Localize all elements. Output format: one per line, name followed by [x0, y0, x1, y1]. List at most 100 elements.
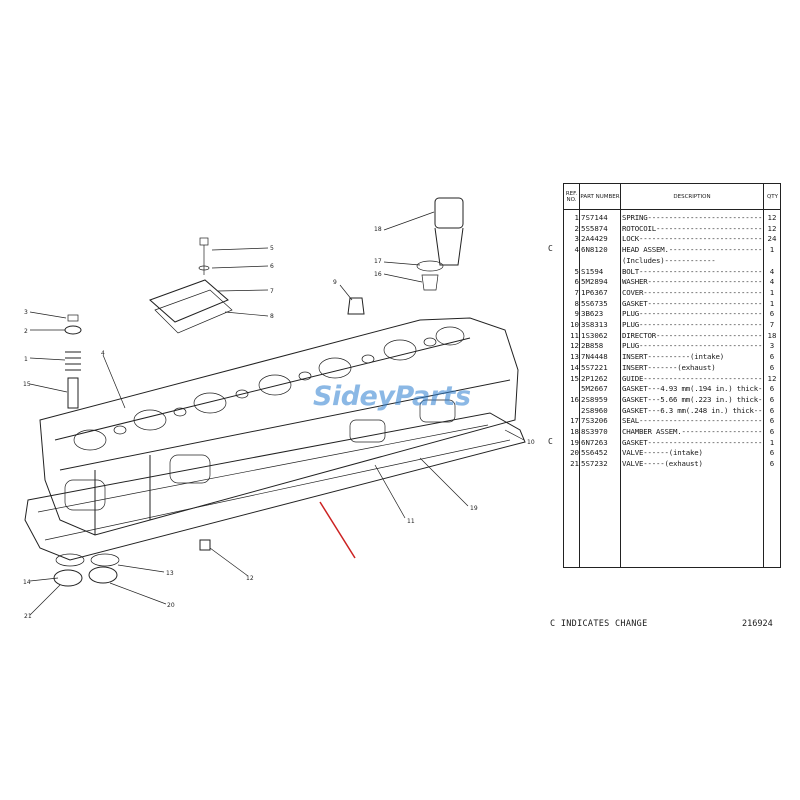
part-number-cell: 3B623: [581, 309, 604, 319]
head-ports: [64, 326, 465, 511]
part-number-cell: 6N7263: [581, 437, 608, 447]
qty-cell: 6: [769, 352, 775, 362]
ref-cell: 9: [574, 309, 579, 319]
callout-14: 14: [23, 579, 31, 586]
callout-2: 2: [24, 328, 28, 335]
ref-cell: 4: [574, 245, 579, 255]
ref-cell: 6: [574, 277, 579, 287]
qty-cell: 6: [769, 384, 775, 394]
part-number-cell: 2B858: [581, 341, 604, 351]
ref-cell: 3: [574, 234, 579, 244]
callout-1: 1: [24, 356, 28, 363]
ref-cell: 19: [570, 437, 579, 447]
ref-cell: 20: [570, 448, 579, 458]
qty-cell: 4: [769, 277, 775, 287]
table-row: 2S8960 GASKET---6.3 mm(.248 in.) thick---…: [564, 406, 780, 417]
valves: [53, 553, 120, 587]
qty-cell: 6: [769, 362, 775, 372]
part-number-cell: 2S8959: [581, 394, 608, 404]
description-cell: BOLT------------------------------------…: [622, 266, 762, 276]
description-cell: CHAMBER ASSEM.--------------------------…: [622, 427, 762, 436]
description-cell: SPRING----------------------------------…: [622, 213, 762, 222]
plug-12: [199, 539, 211, 551]
change-mark: C: [548, 244, 553, 254]
qty-cell: 6: [769, 427, 775, 436]
description-cell: SEAL------------------------------------…: [622, 416, 762, 426]
description-cell: HEAD ASSEM.-----------------------------…: [622, 245, 762, 255]
part-number-cell: 1S3062: [581, 330, 608, 340]
qty-cell: 7: [769, 320, 775, 329]
callout-6: 6: [270, 263, 274, 270]
part-number-cell: 2P1262: [581, 373, 608, 383]
watermark: SideyParts: [313, 381, 471, 412]
ref-cell: 18: [570, 427, 579, 436]
part-number-cell: 3S8313: [581, 320, 608, 329]
description-cell: INSERT-------(exhaust): [622, 362, 716, 372]
part-number-cell: 2S8960: [581, 405, 608, 415]
part-number-cell: 2A4429: [581, 234, 608, 244]
qty-cell: 6: [769, 309, 775, 319]
callout-9: 9: [333, 279, 337, 286]
table-row: (Includes)------------: [564, 256, 780, 267]
description-cell: DIRECTOR--------------------------------…: [622, 330, 762, 340]
description-cell: (Includes)------------: [622, 255, 716, 265]
part-number-cell: 7N4448: [581, 352, 608, 362]
ref-cell: 16: [570, 394, 579, 404]
plug: [347, 297, 365, 315]
qty-cell: 6: [769, 394, 775, 404]
valve-spring-stack: [64, 314, 82, 409]
qty-cell: 1: [769, 287, 775, 297]
description-cell: GASKET---5.66 mm(.223 in.) thick--------…: [622, 394, 762, 404]
description-cell: INSERT----------(intake): [622, 352, 724, 362]
qty-cell: 1: [769, 245, 775, 255]
description-cell: ROTOCOIL--------------------------------…: [622, 223, 762, 233]
description-cell: GASKET----------------------------------…: [622, 298, 762, 308]
part-number-cell: 5M2894: [581, 277, 608, 287]
part-number-cell: 5S7221: [581, 362, 608, 372]
table-header: REF. NO. PART NUMBER DESCRIPTION QTY: [564, 184, 780, 210]
ref-cell: 17: [570, 416, 579, 426]
cylinder-head: [39, 317, 519, 536]
callout-8: 8: [270, 313, 274, 320]
ref-cell: 10: [570, 320, 579, 329]
qty-cell: 18: [767, 330, 777, 340]
part-number-cell: 8S3970: [581, 427, 608, 436]
change-mark: C: [548, 436, 553, 446]
description-cell: GASKET---6.3 mm(.248 in.) thick---------…: [622, 405, 762, 415]
leader-lines: [29, 211, 525, 616]
callout-21: 21: [24, 613, 32, 620]
ref-cell: 21: [570, 459, 579, 469]
change-note: C INDICATES CHANGE: [550, 619, 648, 629]
qty-cell: 1: [769, 437, 775, 447]
description-cell: PLUG------------------------------------…: [622, 341, 762, 351]
red-arrow: [319, 501, 356, 559]
part-number-cell: 1P6367: [581, 287, 608, 297]
header-part: PART NUMBER: [580, 193, 620, 200]
ref-cell: 14: [570, 362, 579, 372]
description-cell: PLUG------------------------------------…: [622, 320, 762, 329]
ref-cell: 5: [574, 266, 579, 276]
qty-cell: 6: [769, 448, 775, 458]
cover-plate: [149, 237, 233, 334]
callout-19: 19: [470, 505, 478, 512]
qty-cell: 6: [769, 416, 775, 426]
ref-cell: 1: [574, 213, 579, 222]
